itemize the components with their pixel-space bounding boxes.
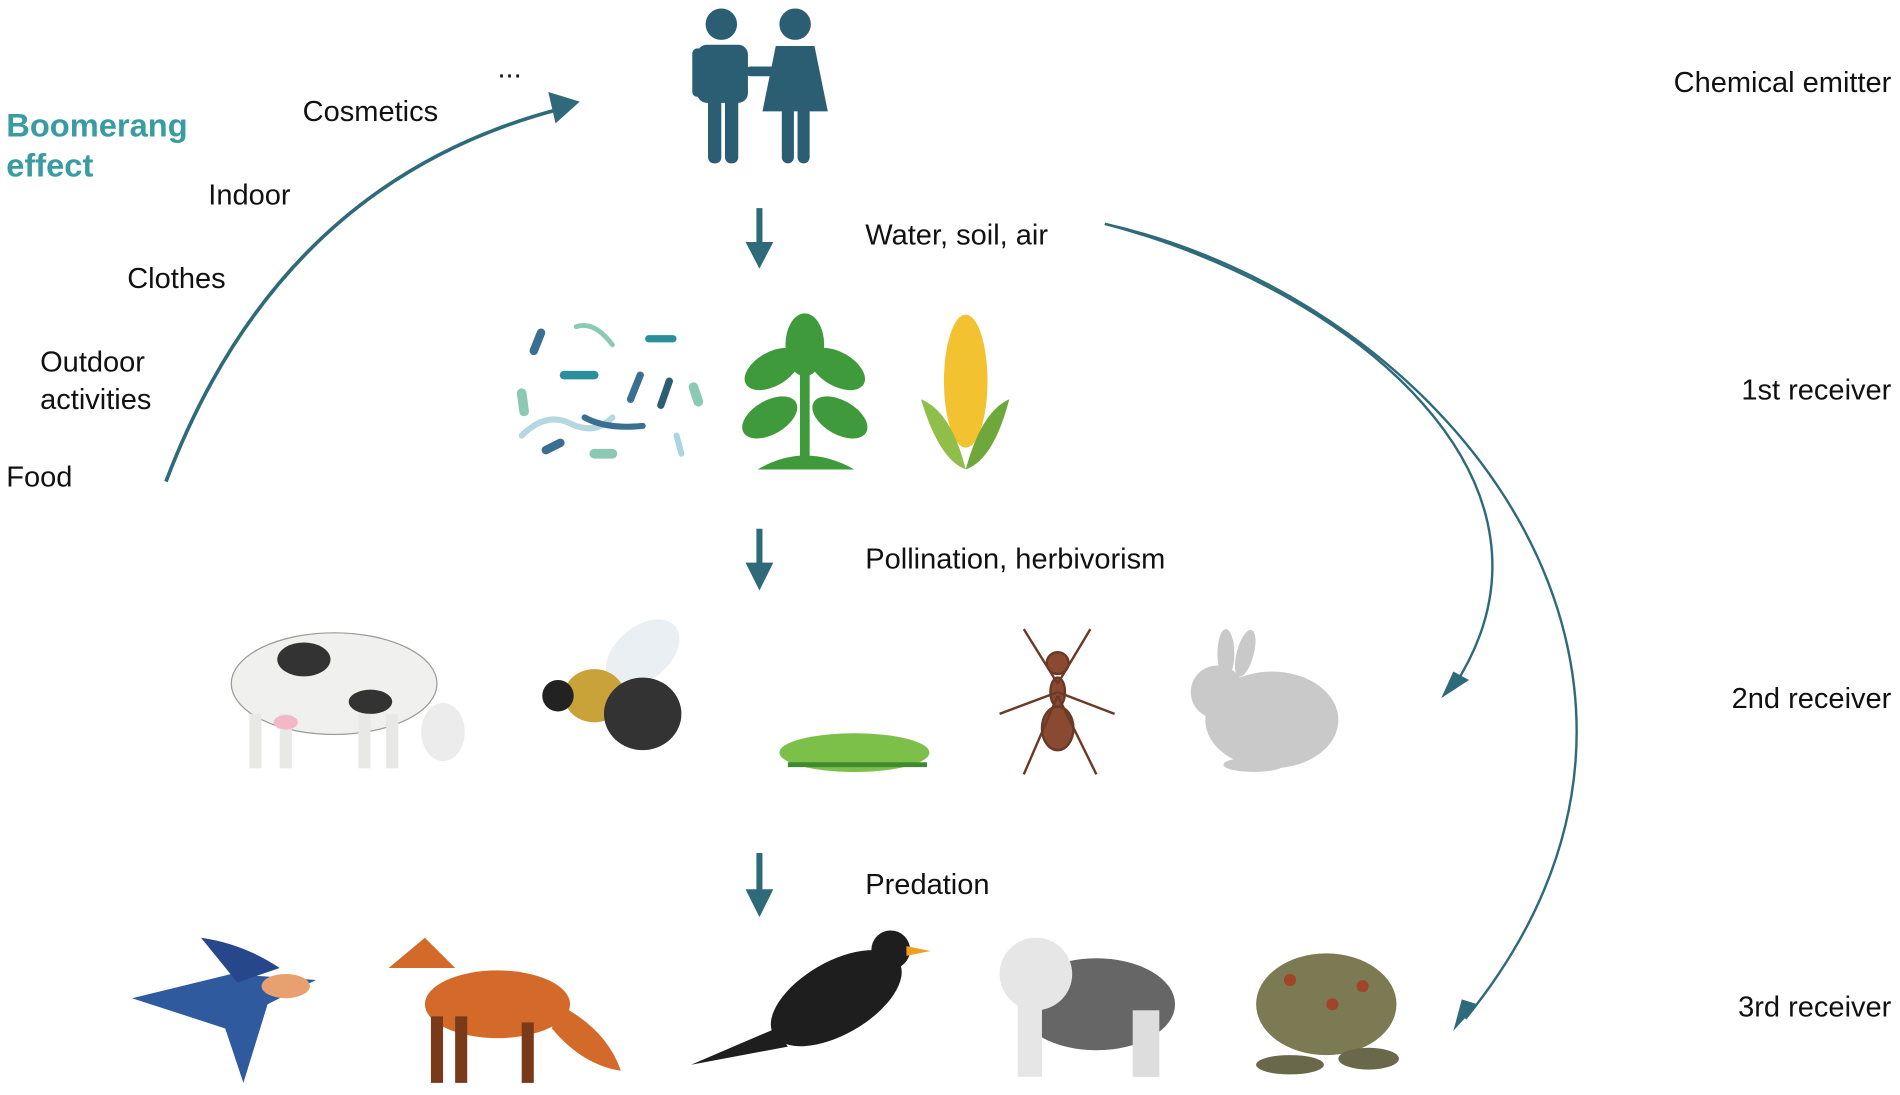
blackbird-icon xyxy=(691,930,931,1065)
curve-arrowhead xyxy=(1441,671,1470,699)
fox-icon xyxy=(388,937,621,1083)
level-emitter: Chemical emitter xyxy=(1674,67,1892,99)
source-outdoor-2: activities xyxy=(40,384,151,416)
bacteria-icon xyxy=(516,323,704,459)
source-outdoor: Outdoor xyxy=(40,346,145,378)
rabbit-icon xyxy=(1190,629,1339,772)
sheepdog-icon xyxy=(999,937,1176,1077)
source-food: Food xyxy=(6,461,72,493)
pathway-pollination: Pollination, herbivorism xyxy=(865,544,1165,576)
source-indoor: Indoor xyxy=(208,179,291,211)
caterpillar-icon xyxy=(779,733,930,772)
pathway-water: Water, soil, air xyxy=(865,219,1048,251)
toad-icon xyxy=(1256,953,1399,1075)
source-ellipsis: ... xyxy=(497,52,521,84)
curve-arrow-second xyxy=(1104,222,1494,688)
level-third: 3rd receiver xyxy=(1738,991,1892,1023)
level-first: 1st receiver xyxy=(1741,374,1891,406)
people-icon xyxy=(692,8,828,164)
curve-arrow-third xyxy=(1104,222,1578,1020)
ant-icon xyxy=(999,628,1115,775)
pathway-predation: Predation xyxy=(865,869,989,901)
swallow-icon xyxy=(132,937,316,1083)
plant-icon xyxy=(742,313,868,470)
cow-icon xyxy=(230,632,465,769)
boomerang-arrow xyxy=(164,107,561,483)
curve-arrowhead xyxy=(1453,999,1478,1031)
level-second: 2nd receiver xyxy=(1732,683,1892,715)
bee-icon xyxy=(542,619,682,751)
down-arrow-icon xyxy=(745,528,774,591)
corn-icon xyxy=(920,314,1010,470)
source-clothes: Clothes xyxy=(127,263,225,295)
boomerang-title-2: effect xyxy=(6,147,93,184)
down-arrow-icon xyxy=(745,208,774,269)
source-cosmetics: Cosmetics xyxy=(303,96,438,128)
down-arrow-icon xyxy=(745,853,774,918)
boomerang-arrowhead xyxy=(548,91,580,124)
boomerang-title: Boomerang xyxy=(6,107,187,144)
